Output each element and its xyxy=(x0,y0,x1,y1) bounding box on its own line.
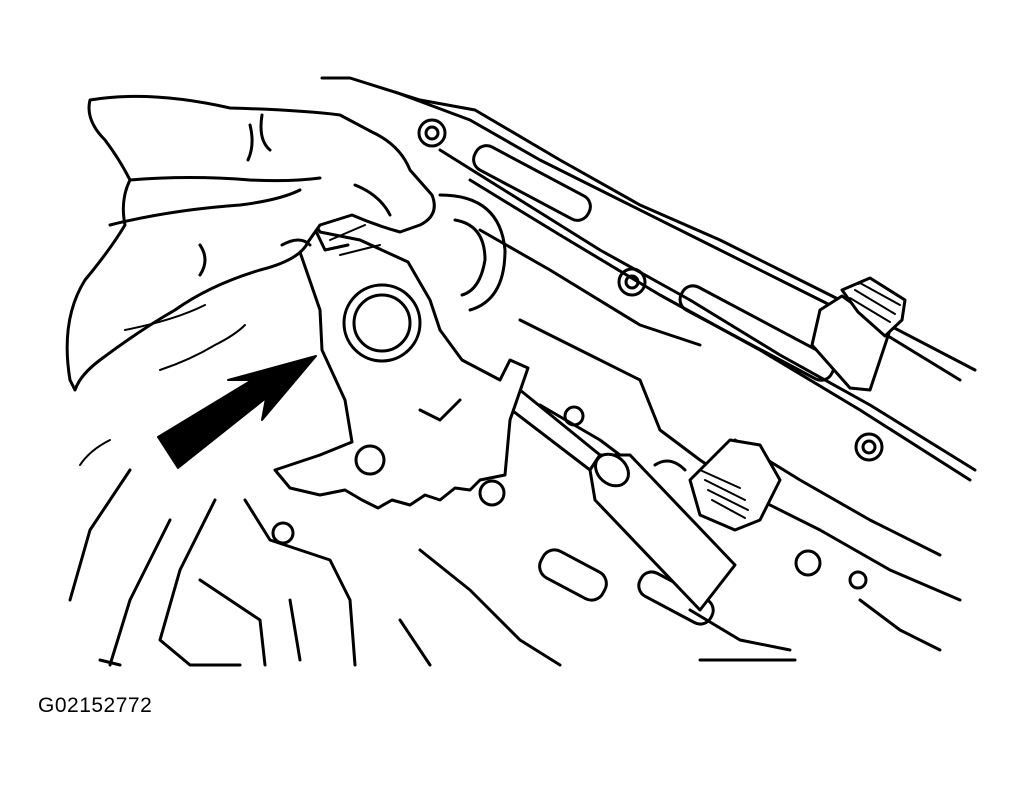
figure-code: G02152772 xyxy=(38,694,153,717)
valve-body-housing xyxy=(68,76,977,667)
manual-valve-rod xyxy=(503,388,737,612)
indicator-arrow xyxy=(157,355,317,469)
hand xyxy=(65,94,436,466)
detent-lever xyxy=(273,196,530,510)
threaded-fitting xyxy=(688,276,907,532)
